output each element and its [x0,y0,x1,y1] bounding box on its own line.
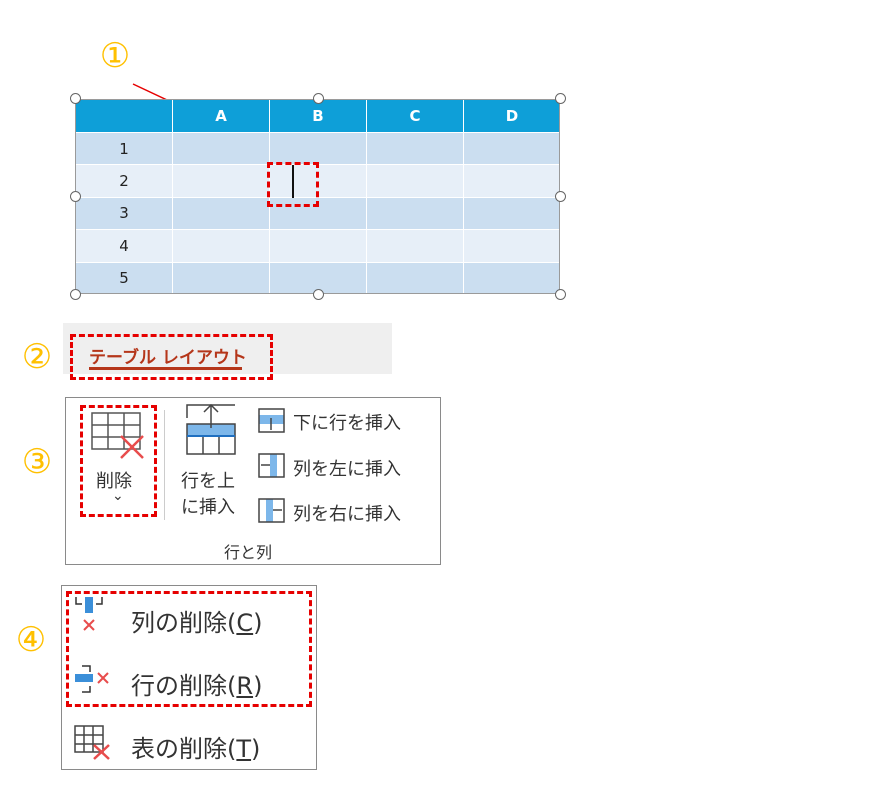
tab-underline [89,367,242,370]
table-cell[interactable] [366,196,464,231]
row-label: 5 [75,261,173,296]
table-cell[interactable] [366,131,464,166]
resize-handle[interactable] [70,93,81,104]
header-cell: C [366,99,464,133]
insert-row-above-icon [186,404,236,455]
insert-row-above-line1[interactable]: 行を上 [181,471,235,492]
step-3-marker: ③ [21,442,53,482]
step-2-marker: ② [21,337,53,377]
step-4-marker: ④ [15,620,47,660]
menu-item-delete-table[interactable]: 表の削除(T) [131,729,260,764]
table-cell[interactable] [463,261,561,296]
table-cell[interactable] [463,164,561,198]
access-key: R [236,672,254,700]
table-cell[interactable] [463,131,561,166]
table-cell[interactable] [366,261,464,296]
table-cell[interactable] [463,196,561,231]
header-cell: D [463,99,561,133]
menu-label: 列の削除( [131,609,237,637]
paren: ) [253,672,263,700]
highlight-box-tab [70,334,273,380]
menu-label: 行の削除( [131,672,237,700]
table-cell[interactable] [366,229,464,263]
insert-column-left-button[interactable]: 列を左に挿入 [293,459,401,480]
resize-handle[interactable] [555,289,566,300]
tab-table-layout[interactable]: テーブル レイアウト [89,348,247,368]
header-cell: A [172,99,270,133]
menu-item-delete-row[interactable]: 行の削除(R) [131,666,262,701]
table-cell[interactable] [172,261,270,296]
resize-handle[interactable] [555,191,566,202]
highlight-box-cursor [267,162,319,207]
header-cell: B [269,99,367,133]
table-cell[interactable] [172,196,270,231]
table-cell[interactable] [269,131,367,166]
resize-handle[interactable] [313,93,324,104]
table-cell[interactable] [172,131,270,166]
access-key: C [236,609,254,637]
row-label: 1 [75,131,173,166]
table-cell[interactable] [366,164,464,198]
delete-button[interactable]: 削除 [96,471,132,492]
paren: ) [251,735,261,763]
insert-column-right-icon [258,498,285,523]
insert-row-below-button[interactable]: 下に行を挿入 [293,413,401,434]
divider [164,410,165,520]
row-label: 3 [75,196,173,231]
table-cell[interactable] [172,229,270,263]
row-label: 4 [75,229,173,263]
table-cell[interactable] [269,229,367,263]
ribbon-tab-bar [63,323,392,374]
resize-handle[interactable] [313,289,324,300]
step-1-marker: ① [99,36,131,76]
insert-row-above-line2[interactable]: に挿入 [181,497,235,518]
insert-column-left-icon [258,453,285,478]
resize-handle[interactable] [70,191,81,202]
resize-handle[interactable] [70,289,81,300]
delete-row-icon [75,665,109,693]
insert-row-below-icon [258,408,285,433]
delete-table-icon [74,725,110,760]
text-cursor [292,165,294,198]
delete-table-icon [91,412,144,459]
delete-column-icon [75,597,103,631]
header-cell [75,99,173,133]
delete-menu [61,585,317,770]
table-cell[interactable] [463,229,561,263]
paren: ) [253,609,263,637]
resize-handle[interactable] [555,93,566,104]
group-label: 行と列 [224,543,273,562]
chevron-down-icon[interactable]: ⌄ [112,488,124,504]
highlight-box-menu [66,591,312,707]
ribbon-group-rows-columns [65,397,441,565]
menu-item-delete-column[interactable]: 列の削除(C) [131,603,263,638]
highlight-box-delete [80,405,157,517]
access-key: T [236,735,252,763]
row-label: 2 [75,164,173,198]
insert-column-right-button[interactable]: 列を右に挿入 [293,504,401,525]
menu-label: 表の削除( [131,735,237,763]
table-cell[interactable] [172,164,270,198]
